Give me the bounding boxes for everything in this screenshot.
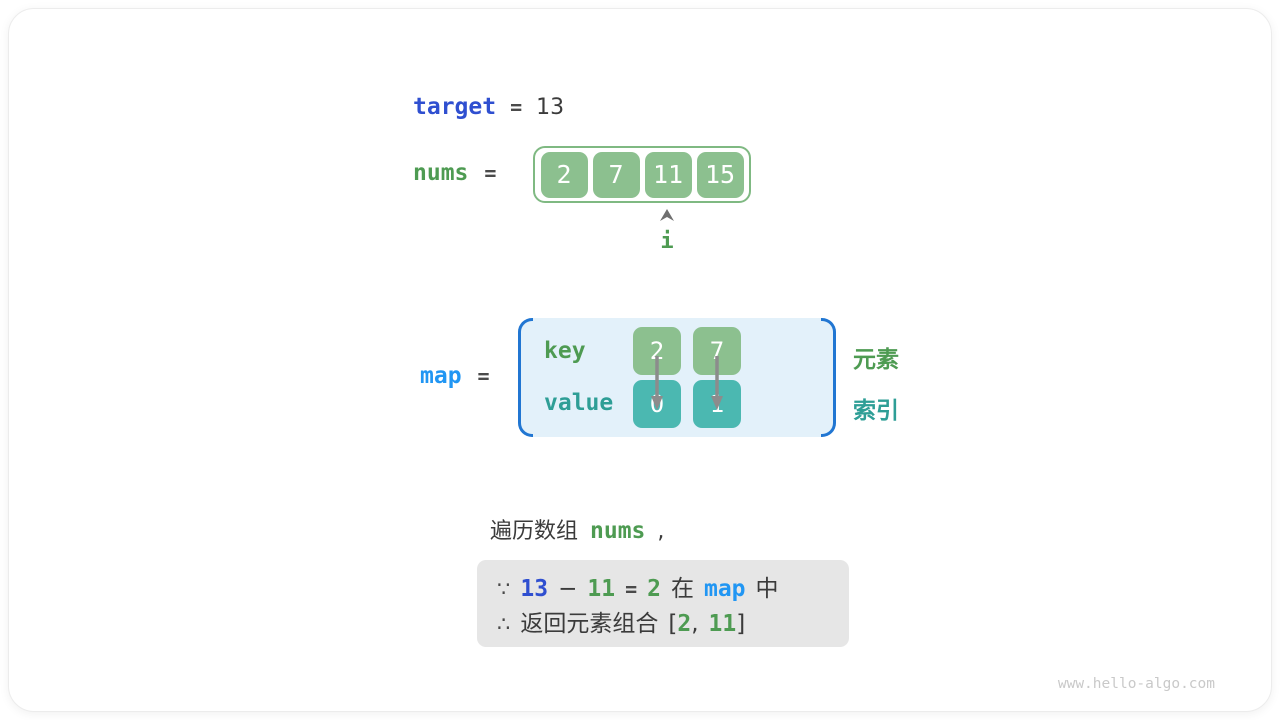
result-comma: ,	[691, 611, 699, 637]
because-symbol: ∵	[497, 577, 511, 601]
result-pair: [ 2 , 11 ]	[668, 611, 745, 637]
value-row-label: value	[544, 390, 614, 416]
conclusion-box: ∵ 13 − 11 = 2 在 map 中 ∴ 返回元素组合 [ 2 , 11 …	[477, 560, 849, 647]
difference-value: 2	[647, 576, 661, 602]
equals-sign: =	[477, 364, 490, 388]
in-word: 在	[670, 576, 694, 602]
nums-cell-3: 15	[696, 151, 744, 198]
target-line: target = 13	[413, 94, 564, 120]
map-container: key value 2 7 0 1	[518, 318, 836, 437]
target-keyword: target	[413, 94, 497, 120]
return-text: 返回元素组合	[520, 611, 659, 637]
watermark: www.hello-algo.com	[1057, 676, 1215, 692]
close-bracket: ]	[736, 611, 746, 637]
down-arrow-icon	[651, 356, 663, 410]
value-row-annotation: 索引	[853, 398, 899, 424]
nums-keyword: nums	[413, 160, 469, 186]
caption-nums-keyword: nums	[590, 518, 646, 544]
conclusion-line-1: ∵ 13 − 11 = 2 在 map 中	[497, 569, 835, 603]
nums-cell-2: 11	[644, 151, 692, 198]
right-bracket-icon	[821, 318, 836, 437]
nums-array: 2 7 11 15	[533, 146, 751, 203]
equals-sign: =	[625, 577, 638, 601]
in-suffix: 中	[755, 576, 779, 602]
caption-comma: ,	[657, 519, 665, 544]
therefore-symbol: ∴	[497, 612, 511, 636]
key-row-annotation: 元素	[853, 347, 899, 373]
conclusion-line-2: ∴ 返回元素组合 [ 2 , 11 ]	[497, 604, 835, 638]
nums-cell-1: 7	[592, 151, 640, 198]
left-bracket-icon	[518, 318, 533, 437]
current-value: 11	[587, 576, 616, 602]
map-label: map =	[420, 363, 490, 389]
index-pointer-label: i	[660, 229, 674, 254]
down-arrow-icon	[711, 356, 723, 410]
equals-sign: =	[510, 95, 523, 119]
minus-sign: −	[558, 576, 578, 602]
equals-sign: =	[484, 161, 497, 185]
target-value: 13	[520, 576, 549, 602]
open-bracket: [	[668, 611, 678, 637]
caption-line: 遍历数组 nums ,	[490, 513, 664, 545]
nums-cell-0: 2	[540, 151, 588, 198]
key-row-label: key	[544, 338, 586, 364]
caption-text: 遍历数组	[490, 519, 579, 544]
up-arrowhead-icon	[660, 209, 674, 221]
result-first-value: 2	[677, 611, 692, 637]
nums-label: nums =	[413, 160, 496, 186]
map-keyword: map	[420, 363, 462, 389]
target-value: 13	[536, 95, 565, 120]
map-keyword: map	[703, 576, 746, 602]
map-key-cell-1: 7	[693, 327, 741, 375]
result-second-value: 11	[708, 611, 737, 637]
